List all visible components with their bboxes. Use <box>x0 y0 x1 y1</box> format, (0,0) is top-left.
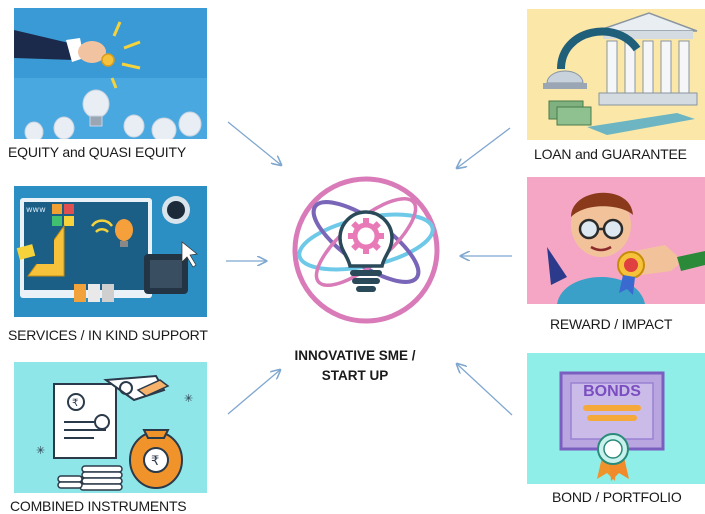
arrow-bond <box>457 364 513 416</box>
bank-money-transfer-icon <box>527 9 705 140</box>
svg-text:✳: ✳ <box>36 444 45 457</box>
center-title-line2: START UP <box>321 368 389 383</box>
caption-combined: COMBINED INSTRUMENTS <box>10 498 187 514</box>
caption-reward: REWARD / IMPACT <box>550 316 673 332</box>
boy-award-medal-icon <box>527 177 705 304</box>
center-title-line1: INNOVATIVE SME / <box>294 348 416 363</box>
tile-combined: ₹ ₹ ✳ ✳ <box>14 362 207 493</box>
tile-loan <box>527 9 705 140</box>
svg-text:₹: ₹ <box>151 454 159 469</box>
caption-equity: EQUITY and QUASI EQUITY <box>8 144 186 160</box>
arrow-equity <box>227 121 281 165</box>
caption-bond: BOND / PORTFOLIO <box>552 489 682 505</box>
money-bag-documents-icon: ₹ ₹ ✳ ✳ <box>14 362 207 493</box>
tile-services: www <box>14 186 207 317</box>
svg-text:₹: ₹ <box>72 398 78 409</box>
svg-text:✳: ✳ <box>184 392 193 405</box>
bonds-certificate-icon: BONDS <box>527 353 705 484</box>
lightbulb-gear-atom-icon <box>292 176 440 324</box>
tile-equity <box>14 8 207 139</box>
arrow-combined <box>227 370 280 415</box>
tile-bond: BONDS <box>527 353 705 484</box>
bonds-label: BONDS <box>583 383 641 400</box>
center-title: INNOVATIVE SME / START UP <box>275 346 435 386</box>
caption-services: SERVICES / IN KIND SUPPORT <box>8 327 208 343</box>
svg-text:www: www <box>26 205 46 214</box>
hand-coin-lightbulbs-icon <box>14 8 207 139</box>
arrow-loan <box>457 127 511 168</box>
tile-reward <box>527 177 705 304</box>
design-tools-computer-icon: www <box>14 186 207 317</box>
caption-loan: LOAN and GUARANTEE <box>534 146 687 162</box>
